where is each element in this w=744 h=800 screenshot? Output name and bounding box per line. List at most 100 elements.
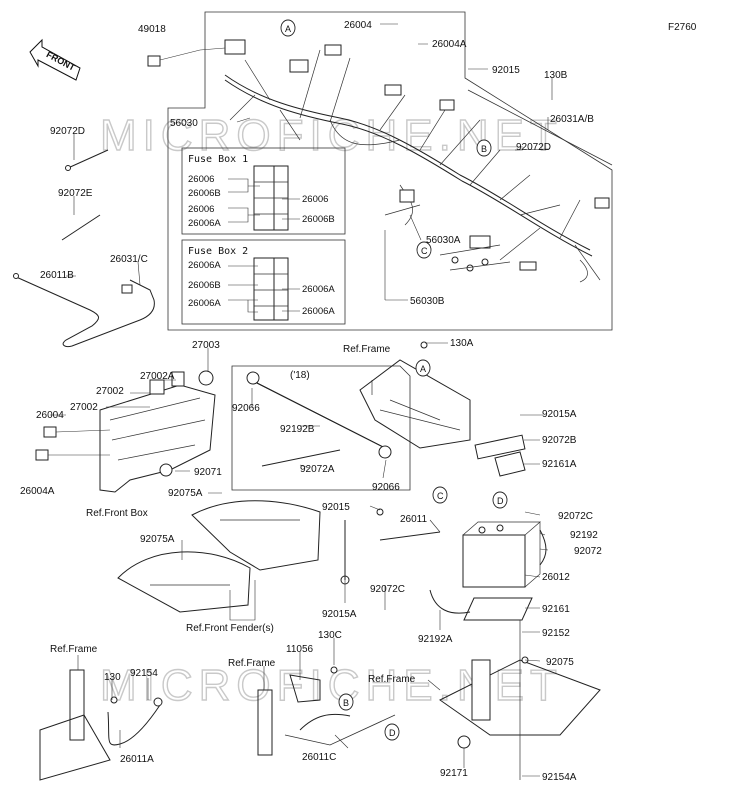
leader-lines xyxy=(50,23,553,777)
part-label: 92071 xyxy=(194,467,222,478)
fuse-box-2-panel: Fuse Box 2 26006A 26006B 26006A 26006A 2… xyxy=(181,239,346,325)
part-label: 92072D xyxy=(50,126,85,137)
front-direction-arrow: FRONT xyxy=(29,38,81,81)
part-label: 130 xyxy=(104,672,121,683)
part-label: 26011C xyxy=(302,752,336,763)
part-label: 26011 xyxy=(400,514,428,525)
callout-b-bottom: B xyxy=(338,693,354,711)
part-label: Ref.Front Box xyxy=(86,508,148,519)
harness-frame-edge xyxy=(467,89,613,166)
part-label: 92072E xyxy=(58,188,93,199)
part-label: 92075 xyxy=(546,657,574,668)
svg-text:C: C xyxy=(437,491,444,501)
part-label: 130B xyxy=(544,70,568,81)
part-label: 92075A xyxy=(168,488,203,499)
year-note: ('18) xyxy=(290,370,310,381)
svg-text:C: C xyxy=(421,246,428,256)
fuse-box-2-left-label: 26006A xyxy=(188,260,221,271)
fuse-box-1-right-label: 26006B xyxy=(302,214,335,225)
part-label: 26004 xyxy=(344,20,372,31)
frame-center-ref xyxy=(359,341,471,449)
part-label: 92154A xyxy=(542,772,577,783)
svg-text:A: A xyxy=(420,364,426,374)
part-label: 26031/C xyxy=(110,254,148,265)
part-label: 26011B xyxy=(40,270,74,281)
fuse-box-1-right-label: 26006 xyxy=(302,194,328,205)
part-label: 56030 xyxy=(170,118,198,129)
part-label: 92161A xyxy=(542,459,577,470)
part-label: 92072A xyxy=(300,464,335,475)
part-label: 27002 xyxy=(70,402,98,413)
svg-text:B: B xyxy=(481,144,487,154)
figure-code: F2760 xyxy=(668,22,697,33)
callout-d-bottom: D xyxy=(384,723,400,741)
part-label: Ref.Frame xyxy=(343,344,391,355)
callout-c-battery: C xyxy=(432,486,448,504)
callout-b-top: B xyxy=(476,139,492,157)
fuse-box-2-right-label: 26006A xyxy=(302,284,335,295)
part-label: 92072D xyxy=(516,142,551,153)
part-label: 92171 xyxy=(440,768,468,779)
part-label: 130C xyxy=(318,630,342,641)
callout-d-battery: D xyxy=(492,491,508,509)
part-label: 92072C xyxy=(558,511,593,522)
left-loose-parts xyxy=(13,47,226,347)
callout-a-top: A xyxy=(280,19,296,37)
part-label: 27002 xyxy=(96,386,124,397)
front-fenders xyxy=(117,500,321,613)
main-wiring-harness xyxy=(224,39,610,283)
fuse-box-2-left-label: 26006B xyxy=(188,280,221,291)
part-label: 92154 xyxy=(130,668,158,679)
fuse-box-1-left-label: 26006B xyxy=(188,188,221,199)
part-label: 26012 xyxy=(542,572,570,583)
part-label: 92015 xyxy=(322,502,350,513)
part-label: 92015 xyxy=(492,65,520,76)
part-label: 92015A xyxy=(542,409,577,420)
callout-a-middle: A xyxy=(415,359,431,377)
fuse-box-1-left-label: 26006 xyxy=(188,174,214,185)
part-label: 92075A xyxy=(140,534,175,545)
svg-text:A: A xyxy=(285,24,291,34)
year-18-panel: ('18) xyxy=(231,365,411,491)
part-label: 92192A xyxy=(418,634,453,645)
part-label: 92192 xyxy=(570,530,598,541)
fuse-box-2-right-label: 26006A xyxy=(302,306,335,317)
harness-frame xyxy=(167,11,613,331)
part-label: 56030B xyxy=(410,296,445,307)
part-label: 26011A xyxy=(120,754,154,765)
part-label: Ref.Frame xyxy=(228,658,276,669)
part-label: Ref.Frame xyxy=(368,674,416,685)
battery-tray-frame xyxy=(439,620,601,780)
svg-text:D: D xyxy=(389,728,396,738)
fuse-box-2-title: Fuse Box 2 xyxy=(188,246,248,257)
lower-middle-frame xyxy=(257,666,396,756)
part-label: Ref.Frame xyxy=(50,644,98,655)
part-label: 27002A xyxy=(140,371,175,382)
part-label: 130A xyxy=(450,338,474,349)
fuse-box-1-left-label: 26006 xyxy=(188,204,214,215)
part-label: 92066 xyxy=(232,403,260,414)
part-label: 26031A/B xyxy=(550,114,594,125)
part-label: Ref.Front Fender(s) xyxy=(186,623,274,634)
part-label: 49018 xyxy=(138,24,166,35)
part-label: 92192B xyxy=(280,424,315,435)
part-label: 92072C xyxy=(370,584,405,595)
part-label: 26004A xyxy=(432,39,467,50)
part-label: 92072B xyxy=(542,435,577,446)
part-label: 92152 xyxy=(542,628,570,639)
part-label: 92072 xyxy=(574,546,602,557)
part-label: 56030A xyxy=(426,235,461,246)
part-labels: 49018 26004 26004A 92015 130B 26031A/B 5… xyxy=(20,20,602,783)
callout-c-top: C xyxy=(416,241,432,259)
svg-text:D: D xyxy=(497,496,504,506)
fuse-box-1-title: Fuse Box 1 xyxy=(188,154,248,165)
part-label: 26004 xyxy=(36,410,64,421)
svg-text:B: B xyxy=(343,698,349,708)
part-label: 11056 xyxy=(286,644,314,655)
part-label: 92015A xyxy=(322,609,357,620)
fuse-box-1-panel: Fuse Box 1 26006 26006B 26006 26006A 260… xyxy=(181,147,346,235)
part-label: 27003 xyxy=(192,340,220,351)
part-label: 92066 xyxy=(372,482,400,493)
